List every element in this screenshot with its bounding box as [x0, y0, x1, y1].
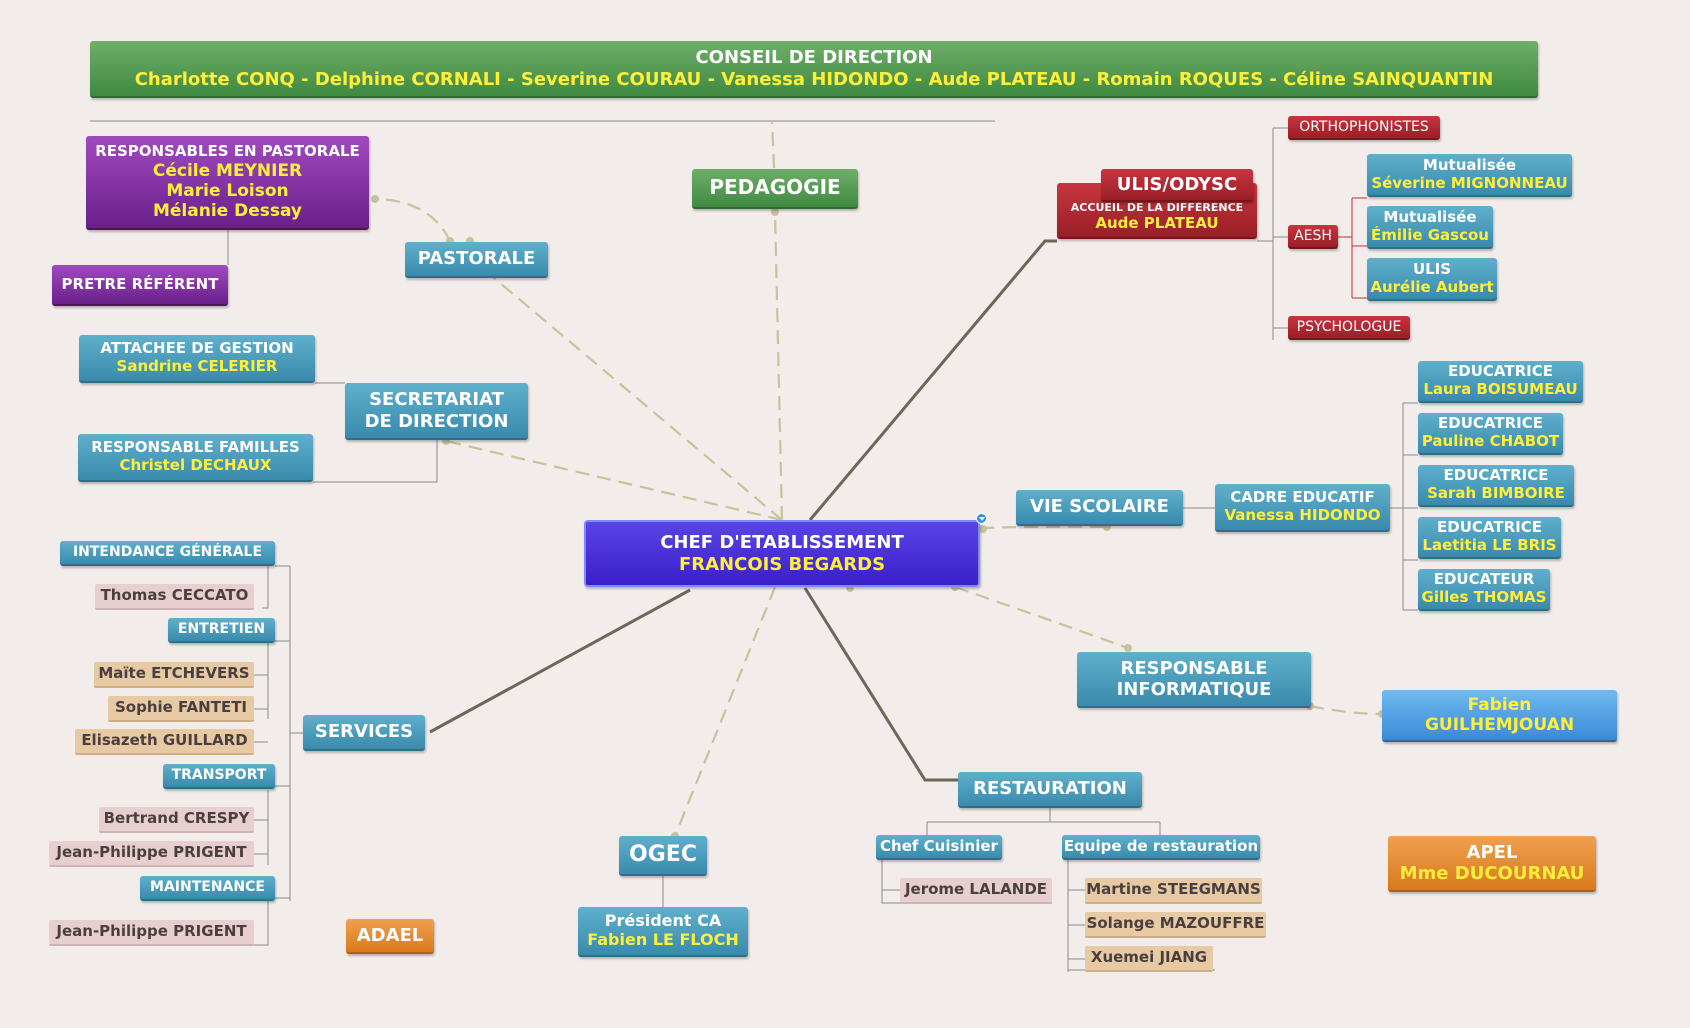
aesh-name: Émilie Gascou: [1371, 225, 1489, 244]
apel-label: APEL: [1466, 841, 1518, 863]
ulis-subtitle: ACCUEIL DE LA DIFFÉRENCE: [1070, 200, 1244, 214]
transport-node[interactable]: TRANSPORT: [163, 764, 275, 789]
president-name: Fabien LE FLOCH: [587, 930, 739, 949]
informatique-label-l1: RESPONSABLE: [1120, 657, 1268, 679]
responsables-title: RESPONSABLES EN PASTORALE: [95, 142, 360, 161]
president-ca-node[interactable]: Président CA Fabien LE FLOCH: [578, 907, 748, 957]
psychologue-node[interactable]: PSYCHOLOGUE: [1288, 316, 1410, 340]
attachee-name: Sandrine CELERIER: [116, 357, 278, 375]
maintenance-node[interactable]: MAINTENANCE: [140, 876, 275, 901]
conseil-de-direction-node[interactable]: CONSEIL DE DIRECTION Charlotte CONQ - De…: [90, 41, 1538, 98]
collapse-toggle-icon[interactable]: [976, 513, 987, 524]
equipe-restauration-node[interactable]: Equipe de restauration: [1062, 835, 1260, 860]
cadre-title: CADRE EDUCATIF: [1230, 488, 1375, 507]
informatique-label-l2: INFORMATIQUE: [1116, 679, 1272, 700]
responsables-pastorale-node[interactable]: RESPONSABLES EN PASTORALE Cécile MEYNIER…: [86, 136, 369, 230]
equipe-person[interactable]: Solange MAZOUFFRE: [1085, 912, 1266, 938]
equipe-person[interactable]: Xuemei JIANG: [1085, 946, 1213, 972]
entretien-person[interactable]: Maïte ETCHEVERS: [94, 662, 254, 688]
educ-name: Laura BOISUMEAU: [1423, 380, 1578, 398]
aesh-name: Séverine MIGNONNEAU: [1371, 173, 1568, 192]
informaticien-name-l1: Fabien: [1467, 694, 1532, 715]
transport-person[interactable]: Bertrand CRESPY: [99, 807, 254, 833]
aesh-name: Aurélie Aubert: [1370, 277, 1494, 296]
responsable-informatique-node[interactable]: RESPONSABLE INFORMATIQUE: [1077, 652, 1311, 708]
aesh-mutualisee-node[interactable]: Mutualisée Émilie Gascou: [1367, 206, 1493, 249]
entretien-node[interactable]: ENTRETIEN: [168, 618, 275, 643]
president-title: Président CA: [604, 911, 722, 931]
vie-scolaire-node[interactable]: VIE SCOLAIRE: [1016, 490, 1183, 526]
intendance-node[interactable]: INTENDANCE GÉNÉRALE: [60, 541, 275, 566]
cadre-name: Vanessa HIDONDO: [1224, 506, 1381, 524]
educateur-node[interactable]: EDUCATEUR Gilles THOMAS: [1418, 569, 1550, 611]
aesh-ulis-node[interactable]: ULIS Aurélie Aubert: [1367, 258, 1497, 301]
ogec-node[interactable]: OGEC: [619, 836, 707, 876]
educ-title: EDUCATRICE: [1438, 414, 1543, 433]
transport-person[interactable]: Jean-Philippe PRIGENT: [49, 841, 254, 867]
chef-cuisinier-person[interactable]: Jerome LALANDE: [900, 878, 1052, 904]
cadre-educatif-node[interactable]: CADRE EDUCATIF Vanessa HIDONDO: [1215, 484, 1390, 532]
educ-name: Pauline CHABOT: [1421, 432, 1560, 450]
center-title: CHEF D'ETABLISSEMENT: [660, 532, 904, 554]
educ-title: EDUCATRICE: [1448, 362, 1553, 381]
educ-title: EDUCATRICE: [1437, 518, 1542, 537]
conseil-title: CONSEIL DE DIRECTION: [695, 47, 933, 69]
orthophonistes-node[interactable]: ORTHOPHONISTES: [1288, 116, 1440, 140]
center-name: FRANCOIS BEGARDS: [678, 553, 886, 575]
responsable-familles-node[interactable]: RESPONSABLE FAMILLES Christel DECHAUX: [78, 434, 313, 482]
responsable-name: Cécile MEYNIER: [152, 160, 303, 181]
aesh-node[interactable]: AESH: [1288, 225, 1338, 249]
attachee-title: ATTACHEE DE GESTION: [100, 339, 294, 358]
pastorale-node[interactable]: PASTORALE: [405, 242, 548, 278]
apel-name: Mme DUCOURNAU: [1399, 863, 1585, 884]
intendance-person[interactable]: Thomas CECCATO: [95, 584, 254, 610]
educatrice-node[interactable]: EDUCATRICE Laura BOISUMEAU: [1418, 361, 1583, 403]
equipe-person[interactable]: Martine STEEGMANS: [1085, 878, 1262, 904]
apel-node[interactable]: APEL Mme DUCOURNAU: [1388, 836, 1596, 892]
informaticien-node[interactable]: Fabien GUILHEMJOUAN: [1382, 690, 1617, 742]
pretre-referent-node[interactable]: PRETRE RÉFÉRENT: [52, 265, 228, 306]
ulis-label[interactable]: ULIS/ODYSC: [1101, 169, 1253, 202]
educ-name: Sarah BIMBOIRE: [1427, 484, 1565, 502]
educ-title: EDUCATRICE: [1443, 466, 1549, 485]
educ-title: EDUCATEUR: [1433, 570, 1535, 589]
secretariat-label-l2: DE DIRECTION: [364, 410, 509, 432]
educ-name: Laetitia LE BRIS: [1422, 536, 1557, 554]
familles-name: Christel DECHAUX: [119, 456, 272, 474]
educatrice-node[interactable]: EDUCATRICE Sarah BIMBOIRE: [1418, 465, 1574, 507]
aesh-title: Mutualisée: [1422, 155, 1517, 174]
secretariat-label-l1: SECRETARIAT: [369, 389, 504, 411]
chef-etablissement-node[interactable]: CHEF D'ETABLISSEMENT FRANCOIS BEGARDS: [584, 520, 980, 587]
familles-title: RESPONSABLE FAMILLES: [91, 438, 300, 457]
pedagogie-node[interactable]: PEDAGOGIE: [692, 169, 858, 209]
chef-cuisinier-node[interactable]: Chef Cuisinier: [876, 835, 1002, 860]
educatrice-node[interactable]: EDUCATRICE Laetitia LE BRIS: [1418, 517, 1561, 559]
ulis-name: Aude PLATEAU: [1095, 213, 1219, 232]
services-node[interactable]: SERVICES: [303, 715, 425, 751]
adael-node[interactable]: ADAEL: [346, 919, 434, 954]
aesh-title: ULIS: [1412, 259, 1452, 278]
restauration-node[interactable]: RESTAURATION: [958, 772, 1142, 808]
entretien-person[interactable]: Elisazeth GUILLARD: [75, 729, 254, 755]
conseil-members: Charlotte CONQ - Delphine CORNALI - Seve…: [134, 68, 1494, 90]
maintenance-person[interactable]: Jean-Philippe PRIGENT: [49, 920, 254, 946]
aesh-mutualisee-node[interactable]: Mutualisée Séverine MIGNONNEAU: [1367, 154, 1572, 197]
secretariat-direction-node[interactable]: SECRETARIAT DE DIRECTION: [345, 383, 528, 440]
entretien-person[interactable]: Sophie FANTETI: [108, 696, 254, 722]
responsable-name: Marie Loison: [166, 180, 289, 201]
educ-name: Gilles THOMAS: [1421, 588, 1547, 606]
attachee-gestion-node[interactable]: ATTACHEE DE GESTION Sandrine CELERIER: [79, 335, 315, 383]
responsable-name: Mélanie Dessay: [152, 200, 303, 221]
aesh-title: Mutualisée: [1383, 207, 1477, 226]
educatrice-node[interactable]: EDUCATRICE Pauline CHABOT: [1418, 413, 1563, 455]
informaticien-name-l2: GUILHEMJOUAN: [1424, 715, 1575, 735]
